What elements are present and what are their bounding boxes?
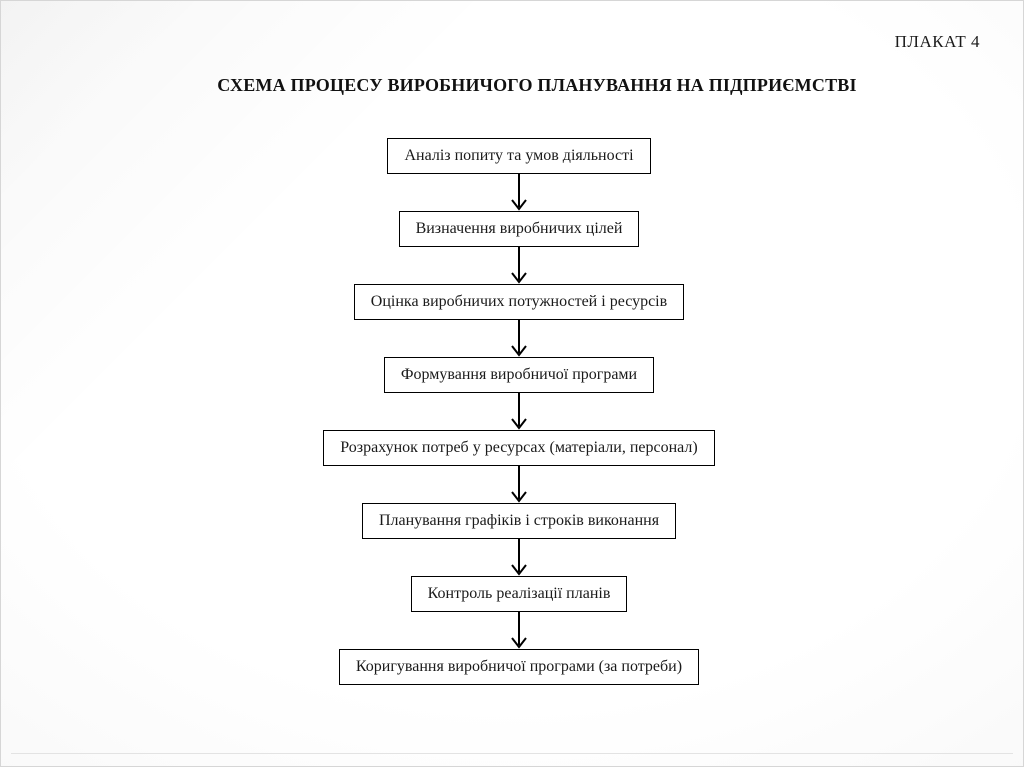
page-title: СХЕМА ПРОЦЕСУ ВИРОБНИЧОГО ПЛАНУВАННЯ НА … bbox=[217, 75, 857, 95]
flow-step-3: Оцінка виробничих потужностей і ресурсів bbox=[353, 284, 685, 320]
down-arrow-icon bbox=[508, 539, 530, 576]
flow-step-5: Розрахунок потреб у ресурсах (матеріали,… bbox=[323, 430, 715, 466]
flowchart: Аналіз попиту та умов діяльності Визначе… bbox=[8, 138, 1023, 685]
down-arrow-icon bbox=[508, 466, 530, 503]
down-arrow-icon bbox=[508, 247, 530, 284]
down-arrow-icon bbox=[508, 393, 530, 430]
flow-step-7: Контроль реалізації планів bbox=[410, 576, 628, 612]
flow-step-4: Формування виробничої програми bbox=[383, 357, 655, 393]
flow-step-1: Аналіз попиту та умов діяльності bbox=[387, 138, 651, 174]
down-arrow-icon bbox=[508, 174, 530, 211]
flow-step-8: Коригування виробничої програми (за потр… bbox=[338, 649, 700, 685]
slide-bottom-edge bbox=[11, 753, 1013, 754]
corner-label: ПЛАКАТ 4 bbox=[894, 32, 980, 51]
flow-step-6: Планування графіків і строків виконання bbox=[361, 503, 677, 539]
flow-step-2: Визначення виробничих цілей bbox=[398, 211, 640, 247]
down-arrow-icon bbox=[508, 612, 530, 649]
down-arrow-icon bbox=[508, 320, 530, 357]
